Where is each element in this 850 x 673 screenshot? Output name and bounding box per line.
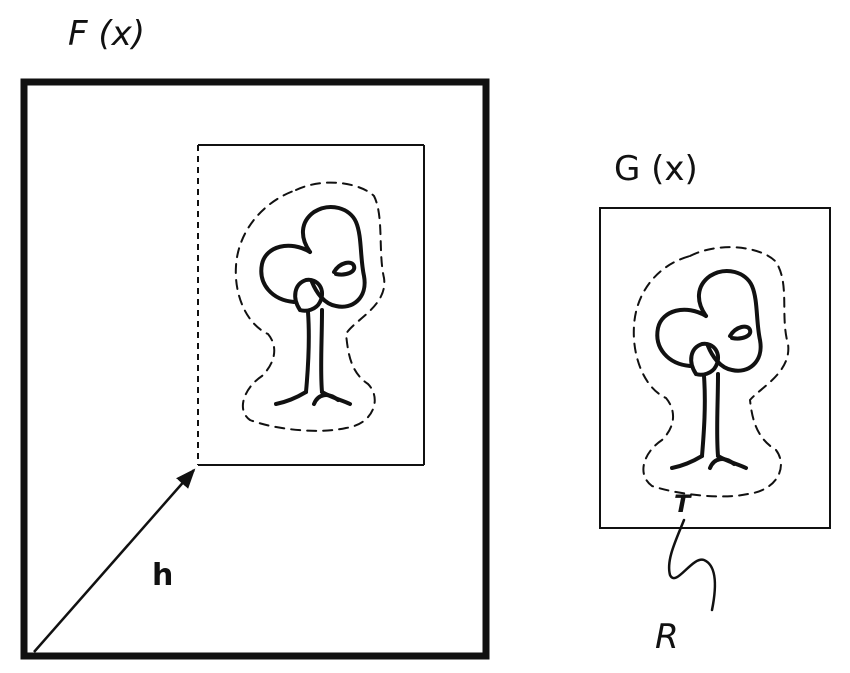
g-frame [599,207,831,529]
tree-crown-eye [728,324,753,341]
tree-root-left [670,454,704,470]
tree-outline-dashed [234,181,386,432]
tree-crown [697,269,763,373]
r-label: R [655,617,679,657]
g-title: G (x) [614,149,698,189]
f-frame [20,78,490,660]
tree-crown-loop [689,341,721,377]
tree-sketch-icon [632,246,790,498]
tree-crown [301,205,367,309]
tree-crown-left-lobe [259,243,312,304]
tree-root-left [274,390,308,406]
h-vector-arrow [33,468,196,653]
tree-outline-dashed [632,246,790,498]
tree-trunk-right [715,372,720,458]
tree-sketch-icon [234,181,386,432]
tree-crown-left-lobe [655,307,708,368]
f-title: F (x) [68,14,145,54]
tree-trunk-right [319,308,324,394]
h-label: h [152,558,173,593]
tree-crown-loop [293,277,325,313]
tree-trunk-left [700,374,707,458]
tree-root-right [716,454,748,470]
t-label: T [674,490,692,518]
tree-trunk-left [304,310,311,394]
r-leader-squiggle [667,518,717,612]
tree-crown-eye [332,260,357,277]
tree-root-right [320,390,352,406]
